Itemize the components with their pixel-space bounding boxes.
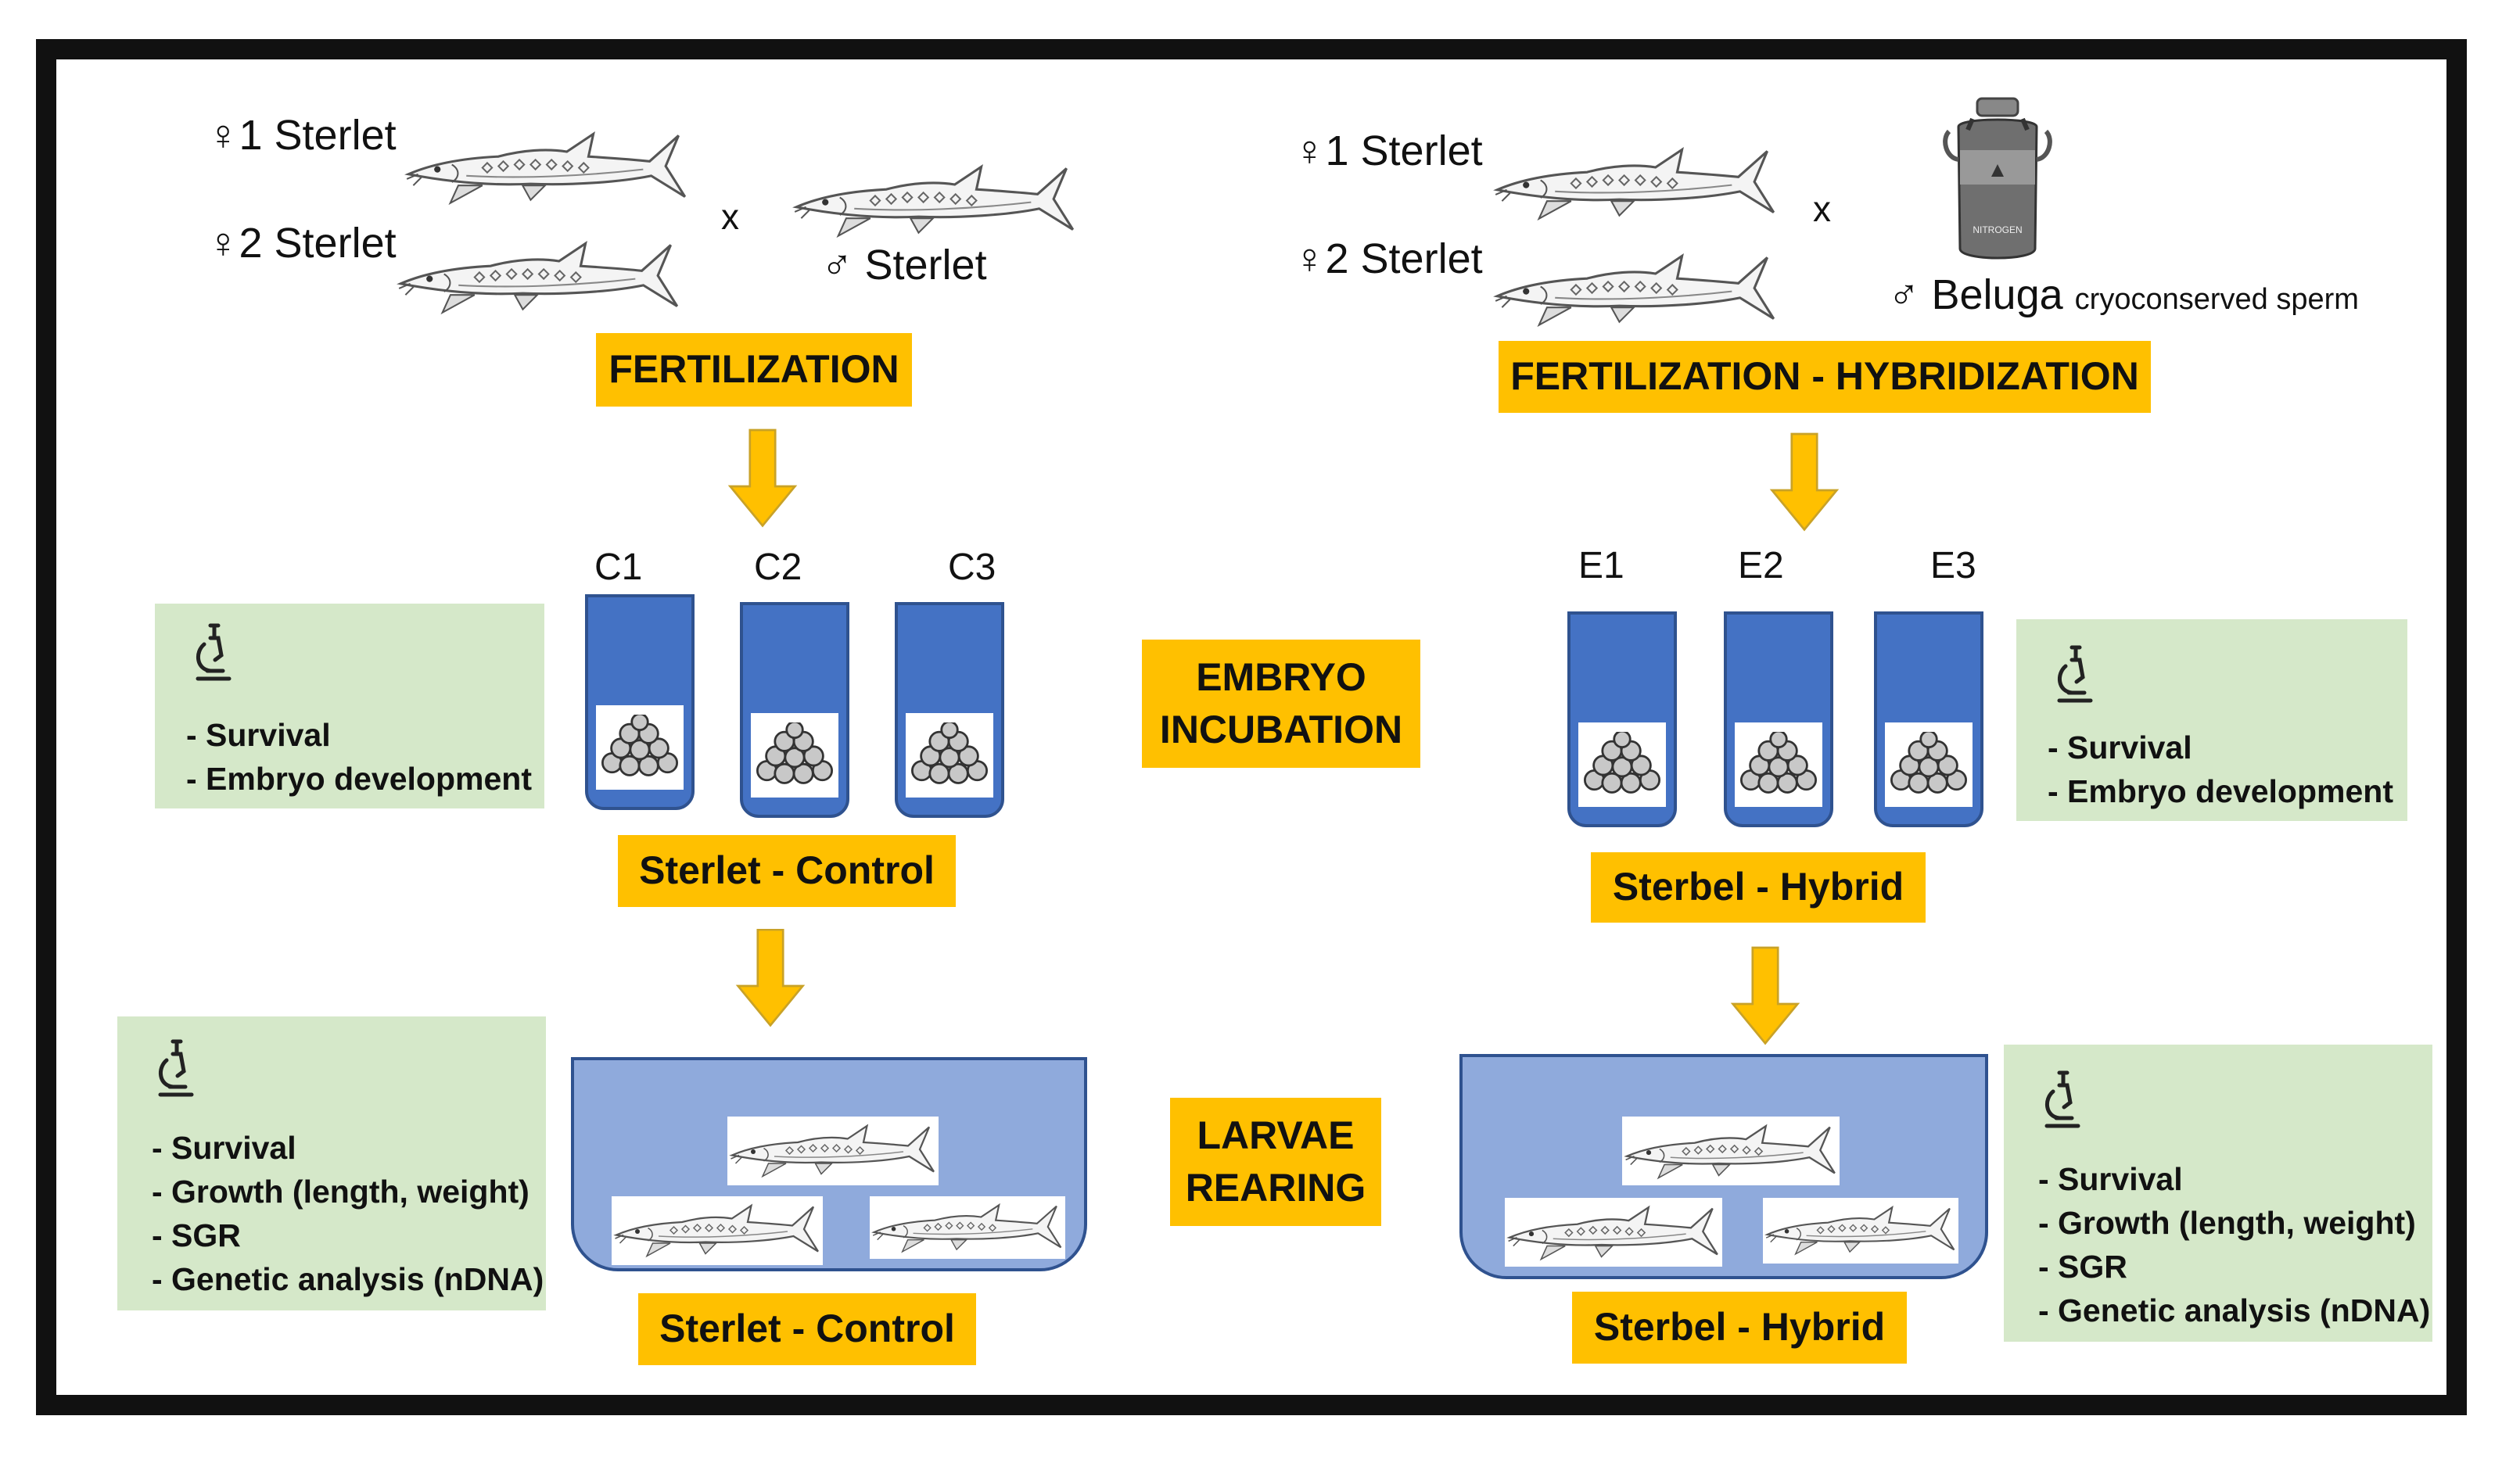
rearing-measurements-left: - Survival - Growth (length, weight) - S… bbox=[117, 1016, 546, 1310]
metric-item: - Growth (length, weight) bbox=[2038, 1205, 2416, 1241]
right-male-name: ♂ Beluga bbox=[1888, 271, 2063, 318]
cross-symbol: x bbox=[1813, 188, 1831, 229]
sturgeon-icon bbox=[1505, 1198, 1722, 1265]
dewar-label: NITROGEN bbox=[1973, 224, 2022, 235]
left-male-label: ♂ Sterlet bbox=[821, 242, 987, 289]
egg-cluster-icon bbox=[1735, 722, 1822, 807]
metric-item: - Embryo development bbox=[186, 761, 532, 797]
microscope-icon bbox=[2038, 1068, 2087, 1131]
nitrogen-dewar-icon: NITROGEN bbox=[1943, 97, 2052, 260]
microscope-icon bbox=[2051, 643, 2099, 705]
sturgeon-icon bbox=[870, 1196, 1065, 1257]
rearing-tank-left bbox=[571, 1057, 1087, 1271]
stage-line: INCUBATION bbox=[1159, 708, 1403, 751]
egg-cluster-icon bbox=[751, 713, 838, 798]
stage-line: EMBRYO bbox=[1196, 654, 1366, 699]
rearing-group-label-right: Sterbel - Hybrid bbox=[1572, 1292, 1907, 1364]
incubation-group-label-left: Sterlet - Control bbox=[618, 835, 956, 907]
incubator-c3 bbox=[895, 602, 1004, 818]
metric-item: - Survival bbox=[2048, 730, 2192, 765]
sturgeon-icon bbox=[727, 1117, 939, 1182]
incubator-e1 bbox=[1567, 611, 1677, 827]
sturgeon-icon bbox=[1491, 247, 1780, 329]
container-label-c1: C1 bbox=[594, 547, 643, 588]
sturgeon-icon bbox=[1622, 1117, 1840, 1184]
incubation-group-label-right: Sterbel - Hybrid bbox=[1591, 852, 1926, 923]
stage-line: LARVAE bbox=[1197, 1113, 1355, 1157]
container-label-e3: E3 bbox=[1930, 545, 1976, 586]
egg-cluster-icon bbox=[906, 713, 993, 798]
stage-line: REARING bbox=[1185, 1166, 1366, 1210]
incubator-e3 bbox=[1874, 611, 1983, 827]
right-female2-label: ♀2 Sterlet bbox=[1294, 235, 1483, 282]
sturgeon-icon bbox=[1491, 141, 1780, 223]
arrow-down-icon bbox=[1769, 430, 1840, 536]
fertilization-hybridization-box: FERTILIZATION - HYBRIDIZATION bbox=[1499, 341, 2151, 413]
metric-item: - Survival bbox=[2038, 1161, 2183, 1197]
right-female1-label: ♀1 Sterlet bbox=[1294, 127, 1483, 174]
metric-item: - Survival bbox=[186, 717, 331, 753]
right-male-label: ♂ Beluga cryoconserved sperm bbox=[1888, 271, 2359, 319]
sturgeon-icon bbox=[394, 235, 684, 317]
cross-symbol: x bbox=[721, 196, 739, 237]
stage-larvae-rearing: LARVAE REARING bbox=[1170, 1098, 1381, 1226]
metric-item: - Genetic analysis (nDNA) bbox=[2038, 1292, 2431, 1328]
container-label-c3: C3 bbox=[948, 547, 996, 588]
incubation-measurements-right: - Survival - Embryo development bbox=[2016, 619, 2407, 821]
incubator-e2 bbox=[1724, 611, 1833, 827]
left-female2-label: ♀2 Sterlet bbox=[207, 220, 397, 267]
stage-embryo-incubation: EMBRYO INCUBATION bbox=[1142, 640, 1420, 768]
microscope-icon bbox=[152, 1037, 200, 1099]
left-female1-label: ♀1 Sterlet bbox=[207, 112, 397, 159]
metric-item: - Embryo development bbox=[2048, 773, 2393, 809]
sturgeon-icon bbox=[402, 125, 691, 207]
microscope-icon bbox=[189, 621, 238, 683]
egg-cluster-icon bbox=[1885, 722, 1973, 807]
rearing-measurements-right: - Survival - Growth (length, weight) - S… bbox=[2004, 1045, 2432, 1342]
fertilization-box: FERTILIZATION bbox=[596, 333, 912, 407]
metric-item: - SGR bbox=[152, 1217, 241, 1253]
sturgeon-icon bbox=[1763, 1198, 1958, 1260]
incubation-measurements-left: - Survival - Embryo development bbox=[155, 604, 544, 808]
container-label-e1: E1 bbox=[1578, 545, 1624, 586]
arrow-down-icon bbox=[735, 929, 806, 1029]
arrow-down-icon bbox=[1730, 946, 1800, 1048]
egg-cluster-icon bbox=[1578, 722, 1666, 807]
sturgeon-icon bbox=[790, 158, 1079, 240]
metric-item: - Growth (length, weight) bbox=[152, 1174, 529, 1210]
metric-item: - SGR bbox=[2038, 1249, 2127, 1285]
container-label-e2: E2 bbox=[1738, 545, 1784, 586]
metric-item: - Genetic analysis (nDNA) bbox=[152, 1261, 544, 1297]
incubator-c1 bbox=[585, 594, 695, 810]
container-label-c2: C2 bbox=[754, 547, 802, 588]
rearing-group-label-left: Sterlet - Control bbox=[638, 1293, 976, 1365]
egg-cluster-icon bbox=[596, 705, 684, 790]
incubator-c2 bbox=[740, 602, 849, 818]
rearing-tank-right bbox=[1459, 1054, 1988, 1279]
arrow-down-icon bbox=[727, 426, 798, 532]
sturgeon-icon bbox=[612, 1196, 823, 1262]
metric-item: - Survival bbox=[152, 1130, 296, 1166]
right-male-note: cryoconserved sperm bbox=[2074, 283, 2359, 316]
